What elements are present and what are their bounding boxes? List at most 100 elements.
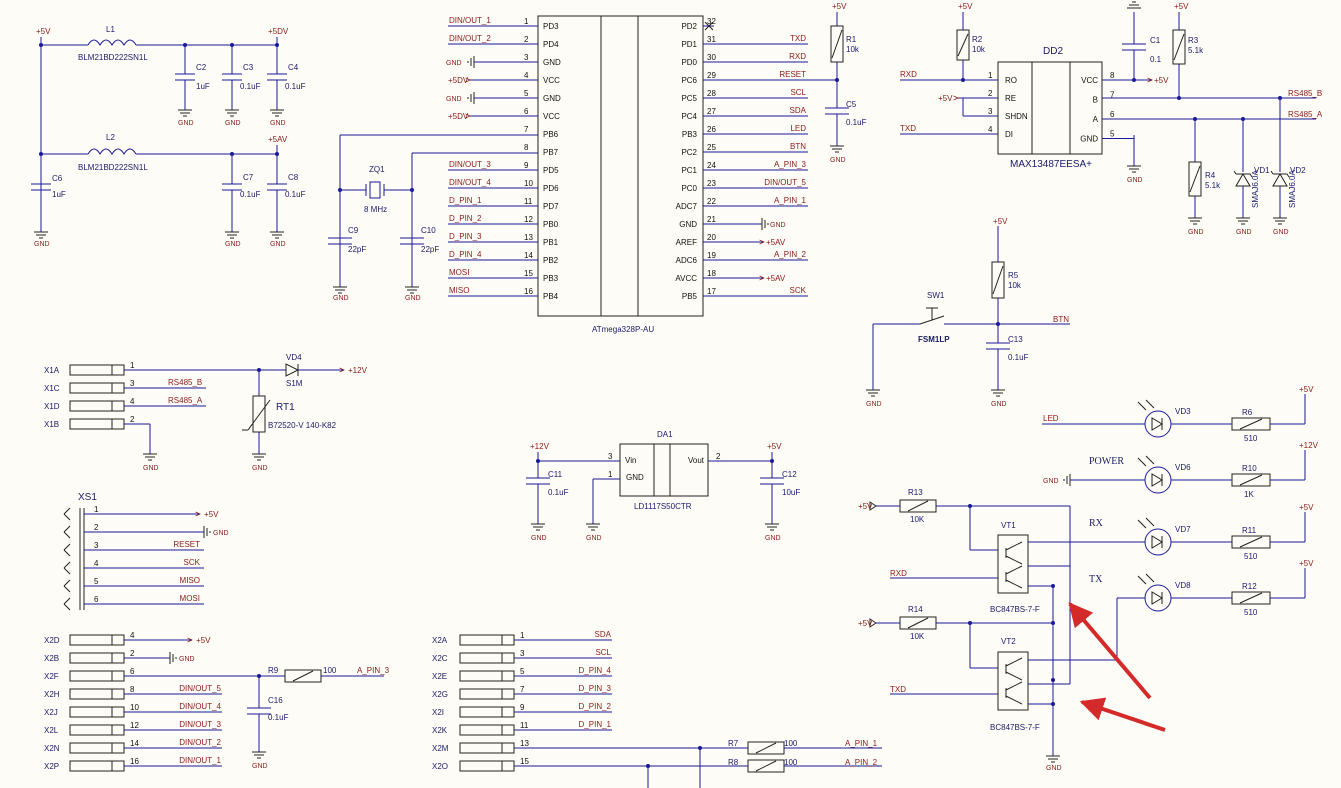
svg-text:510: 510 <box>1244 552 1258 561</box>
svg-text:R13: R13 <box>908 488 923 497</box>
svg-text:DIN/OUT_2: DIN/OUT_2 <box>179 738 221 747</box>
svg-text:TXD: TXD <box>900 124 916 133</box>
pin-name: PB4 <box>543 292 559 301</box>
gnd-symbols-top: GND GND GND <box>178 109 286 127</box>
pin-number: 7 <box>524 125 529 134</box>
svg-text:C4: C4 <box>288 63 299 72</box>
pin-name: PB3 <box>682 130 698 139</box>
svg-text:A_PIN_2: A_PIN_2 <box>845 758 878 767</box>
svg-text:10k: 10k <box>846 45 860 54</box>
svg-text:GND: GND <box>252 465 268 472</box>
svg-text:+5V: +5V <box>1174 2 1189 11</box>
pin-number: 28 <box>707 89 716 98</box>
svg-text:DA1: DA1 <box>657 430 673 439</box>
svg-text:+5V: +5V <box>993 217 1008 226</box>
svg-text:510: 510 <box>1244 608 1258 617</box>
svg-text:DIN/OUT_3: DIN/OUT_3 <box>449 160 491 169</box>
pin-number: 17 <box>707 287 716 296</box>
pin-number: 11 <box>524 197 533 206</box>
pin-number: 22 <box>707 197 716 206</box>
svg-text:10uF: 10uF <box>782 488 800 497</box>
svg-text:+5V: +5V <box>938 94 953 103</box>
pin-number: 5 <box>524 89 529 98</box>
svg-text:RX: RX <box>1089 518 1104 529</box>
svg-text:1K: 1K <box>1244 490 1254 499</box>
pin-number: 14 <box>524 251 533 260</box>
svg-text:DIN/OUT_5: DIN/OUT_5 <box>764 178 806 187</box>
svg-text:C2: C2 <box>196 63 207 72</box>
pin-number: 8 <box>524 143 529 152</box>
pin-number: 12 <box>524 215 533 224</box>
svg-text:C6: C6 <box>52 174 63 183</box>
svg-text:BC847BS-7-F: BC847BS-7-F <box>990 605 1040 614</box>
svg-text:SDA: SDA <box>595 630 612 639</box>
svg-text:GND: GND <box>333 295 349 302</box>
svg-text:3: 3 <box>988 107 993 116</box>
svg-text:LD1117S50CTR: LD1117S50CTR <box>634 502 692 511</box>
svg-text:8: 8 <box>130 685 135 694</box>
svg-text:6: 6 <box>1110 110 1115 119</box>
svg-text:X2N: X2N <box>44 744 60 753</box>
pin-number: 4 <box>524 71 529 80</box>
pin-name: PB7 <box>543 148 559 157</box>
svg-text:R5: R5 <box>1008 271 1019 280</box>
pin-number: 27 <box>707 107 716 116</box>
svg-text:100: 100 <box>784 739 798 748</box>
svg-text:7: 7 <box>520 685 525 694</box>
pin-number: 1 <box>524 17 529 26</box>
svg-text:X2G: X2G <box>432 690 448 699</box>
svg-text:SDA: SDA <box>790 106 807 115</box>
svg-text:DIN/OUT_4: DIN/OUT_4 <box>179 702 221 711</box>
cap-c3: C30.1uF <box>222 45 261 110</box>
svg-text:RS485_A: RS485_A <box>168 396 203 405</box>
pin-name: PC2 <box>681 148 697 157</box>
svg-text:0.1uF: 0.1uF <box>846 118 867 127</box>
svg-text:VD2: VD2 <box>1290 166 1306 175</box>
svg-text:4: 4 <box>130 397 135 406</box>
svg-text:D_PIN_2: D_PIN_2 <box>449 214 482 223</box>
svg-text:R1: R1 <box>846 35 857 44</box>
svg-text:0.1uF: 0.1uF <box>240 82 261 91</box>
pin-number: 31 <box>707 35 716 44</box>
svg-text:FSM1LP: FSM1LP <box>918 335 950 344</box>
svg-text:GND: GND <box>446 96 462 103</box>
svg-text:GND: GND <box>225 241 241 248</box>
svg-text:+5V: +5V <box>1299 503 1314 512</box>
svg-text:GND: GND <box>586 535 602 542</box>
svg-text:X2P: X2P <box>44 762 59 771</box>
svg-text:10k: 10k <box>972 45 986 54</box>
svg-text:B: B <box>1093 96 1098 105</box>
svg-text:+5V: +5V <box>196 636 211 645</box>
svg-text:A: A <box>1093 115 1099 124</box>
svg-text:VT1: VT1 <box>1001 521 1016 530</box>
svg-text:R2: R2 <box>972 35 983 44</box>
svg-text:VD6: VD6 <box>1175 463 1191 472</box>
svg-text:R12: R12 <box>1242 582 1257 591</box>
